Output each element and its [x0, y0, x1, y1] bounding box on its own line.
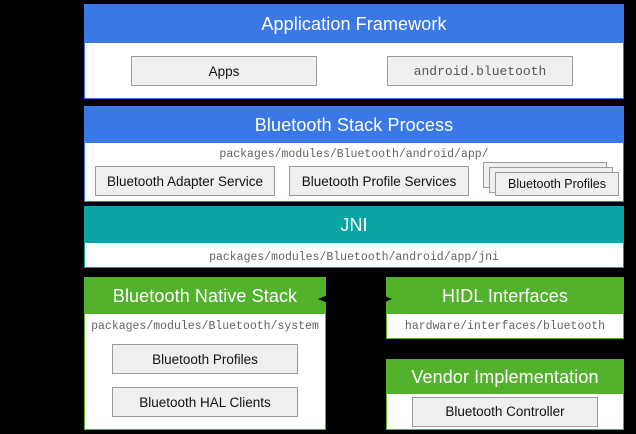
panel-application-framework: Application Framework Apps android.bluet…	[84, 4, 624, 99]
path-jni: packages/modules/Bluetooth/android/app/j…	[209, 251, 499, 264]
panel-body-application-framework: Apps android.bluetooth	[85, 43, 623, 98]
native-stack-to-hidl-connector	[318, 295, 392, 303]
box-native-bluetooth-profiles[interactable]: Bluetooth Profiles	[112, 344, 298, 374]
panel-bluetooth-native-stack: Bluetooth Native Stack packages/modules/…	[84, 277, 326, 430]
box-android-bluetooth[interactable]: android.bluetooth	[387, 56, 573, 86]
panel-body-vendor-implementation: Bluetooth Controller	[387, 394, 623, 429]
panel-body-bluetooth-stack-process: packages/modules/Bluetooth/android/app/ …	[85, 143, 623, 201]
panel-body-jni: packages/modules/Bluetooth/android/app/j…	[85, 243, 623, 267]
box-bluetooth-profile-services[interactable]: Bluetooth Profile Services	[289, 166, 469, 196]
box-bluetooth-adapter-service[interactable]: Bluetooth Adapter Service	[95, 166, 275, 196]
box-bluetooth-hal-clients[interactable]: Bluetooth HAL Clients	[112, 387, 298, 417]
panel-header-vendor-implementation: Vendor Implementation	[387, 360, 623, 394]
panel-header-bluetooth-native-stack: Bluetooth Native Stack	[85, 278, 325, 314]
panel-hidl-interfaces: HIDL Interfaces hardware/interfaces/blue…	[386, 277, 624, 339]
panel-vendor-implementation: Vendor Implementation Bluetooth Controll…	[386, 359, 624, 430]
panel-header-application-framework: Application Framework	[85, 5, 623, 43]
panel-header-jni: JNI	[85, 207, 623, 243]
stacked-box-bluetooth-profiles[interactable]: Bluetooth Profiles	[483, 162, 619, 196]
panel-bluetooth-stack-process: Bluetooth Stack Process packages/modules…	[84, 106, 624, 202]
panel-jni: JNI packages/modules/Bluetooth/android/a…	[84, 206, 624, 268]
panel-header-hidl-interfaces: HIDL Interfaces	[387, 278, 623, 314]
box-bluetooth-controller[interactable]: Bluetooth Controller	[412, 396, 598, 427]
panel-header-bluetooth-stack-process: Bluetooth Stack Process	[85, 107, 623, 143]
path-hidl-interfaces: hardware/interfaces/bluetooth	[404, 319, 606, 333]
panel-body-hidl-interfaces: hardware/interfaces/bluetooth	[387, 314, 623, 338]
path-bluetooth-native-stack: packages/modules/Bluetooth/system	[91, 320, 319, 333]
stack-layer-front[interactable]: Bluetooth Profiles	[495, 172, 619, 196]
panel-body-bluetooth-native-stack: packages/modules/Bluetooth/system Blueto…	[85, 314, 325, 429]
path-bluetooth-stack-process: packages/modules/Bluetooth/android/app/	[219, 148, 489, 161]
box-apps[interactable]: Apps	[131, 56, 317, 86]
